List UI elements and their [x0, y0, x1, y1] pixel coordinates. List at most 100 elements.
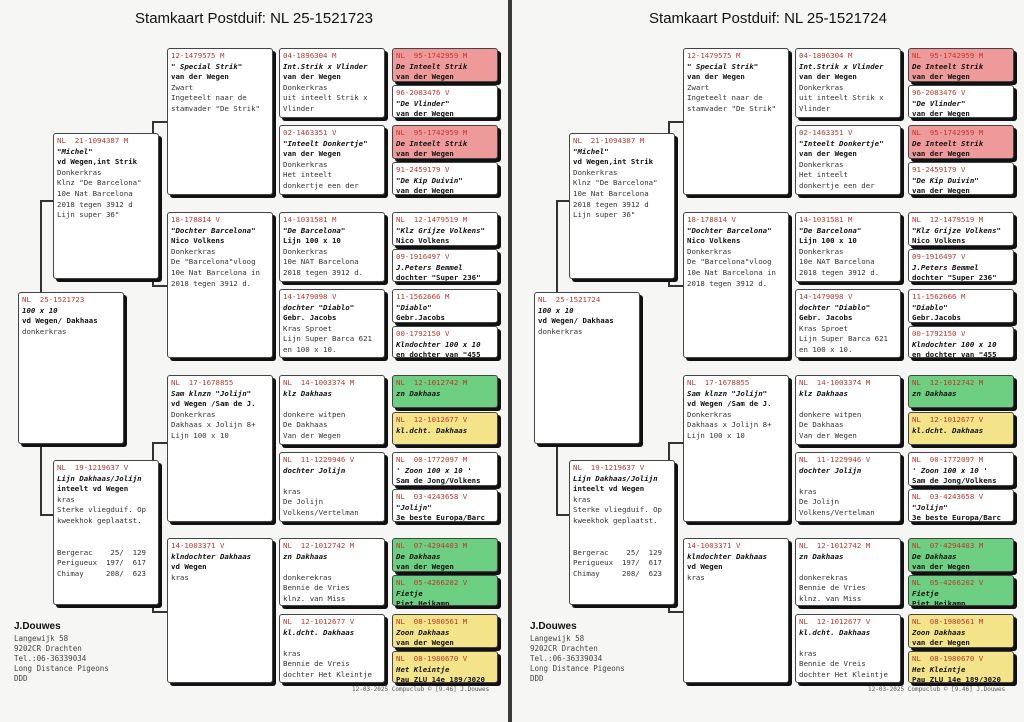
pigeon-card-ancestor[interactable]: NL 00-1772097 M' Zoon 100 x 10 'Sam de J… — [908, 452, 1014, 486]
pigeon-card-ancestor[interactable]: 02-1463351 V"Inteelt Donkertje"van der W… — [279, 125, 385, 195]
pigeon-info-line: klndochter Dakhaas — [171, 551, 252, 561]
pigeon-info-line: donkerkras — [538, 326, 583, 336]
pigeon-info-line: van der Wegen — [912, 186, 970, 195]
pigeon-card-sire-sire[interactable]: 12-1479575 M" Special Strik"van der Wege… — [167, 48, 273, 195]
pigeon-info-line: Lijn super 36" — [573, 210, 636, 220]
pigeon-card-ancestor[interactable]: 11-1562666 M"Diablo"Gebr.Jacobs — [908, 289, 1014, 323]
pigeon-info-line: Zoon Dakhaas — [912, 627, 966, 637]
pigeon-card-ancestor[interactable]: 11-1562666 M"Diablo"Gebr.Jacobs — [392, 289, 498, 323]
pigeon-card-sire[interactable]: NL 21-1094387 M"Michel"vd Wegen,int Stri… — [53, 133, 159, 279]
ring-number: NL 95-1742959 M — [912, 51, 984, 60]
pigeon-info-line: "De Barcelona" — [283, 225, 346, 235]
pigeon-info-line: klndochter Dakhaas — [687, 551, 768, 561]
ring-number: 91-2459179 V — [912, 165, 966, 174]
pigeon-card-sire-dam[interactable]: 18-178814 V"Dochter Barcelona"Nico Volke… — [683, 212, 789, 358]
pigeon-card-ancestor[interactable]: NL 00-1772097 M' Zoon 100 x 10 'Sam de J… — [392, 452, 498, 486]
pigeon-info-line — [283, 399, 381, 410]
owner-contact-line: Long Distance Pigeons — [14, 664, 109, 673]
pigeon-info-line: donkertje een der — [283, 180, 359, 190]
pigeon-info-line: Lijn Dakhaas/Jolijn — [57, 473, 142, 483]
ring-number: NL 00-1772097 M — [396, 455, 468, 464]
pigeon-info-line: van der Wegen — [912, 109, 970, 118]
ring-number: 00-1792150 V — [396, 329, 450, 338]
ring-number: NL 19-1219637 V — [573, 463, 645, 472]
pigeon-card-ancestor[interactable]: NL 12-1479519 M"Klz Grijze Volkens"Nico … — [908, 212, 1014, 246]
pigeon-info-line: donkerkras — [22, 326, 67, 336]
pigeon-info-line: De Dakhaas — [912, 551, 957, 561]
pigeon-card-ancestor[interactable]: 91-2459179 V"De Kip Duivin"van der Wegen — [908, 162, 1014, 195]
pigeon-card-ancestor[interactable]: NL 03-4243658 V"Jolijn"3e beste Europa/B… — [908, 489, 1014, 522]
pigeon-info-line: Int.Strik x Vlinder — [283, 61, 368, 71]
pigeon-info-line — [57, 537, 155, 548]
pigeon-info-line: dochter Het Kleintje — [799, 669, 888, 679]
pigeon-info-line: Kras Sproet — [283, 323, 332, 333]
pigeon-info-line: kl.dcht. Dakhaas — [799, 627, 871, 637]
pigeon-info-line: kl.dcht. Dakhaas — [912, 425, 984, 435]
pigeon-card-ancestor[interactable]: 96-2083476 V"De Vlinder"van der Wegen — [392, 85, 498, 118]
pigeon-card-ancestor[interactable]: 96-2083476 V"De Vlinder"van der Wegen — [908, 85, 1014, 118]
pigeon-card-ancestor[interactable]: NL 03-4243658 V"Jolijn"3e beste Europa/B… — [392, 489, 498, 522]
ring-number: NL 11-1229946 V — [283, 455, 355, 464]
pigeon-card-sire-dam[interactable]: 18-178814 V"Dochter Barcelona"Nico Volke… — [167, 212, 273, 358]
owner-name: J.Douwes — [14, 621, 61, 632]
pigeon-info-line: "Inteelt Donkertje" — [283, 138, 368, 148]
ring-number: 14-1003371 V — [171, 541, 225, 550]
pigeon-info-line: Donkerkras — [799, 82, 844, 92]
pigeon-info-line: Klndochter 100 x 10 — [912, 339, 997, 349]
pigeon-card-ancestor[interactable]: 02-1463351 V"Inteelt Donkertje"van der W… — [795, 125, 901, 195]
pigeon-card-ancestor[interactable]: 91-2459179 V"De Kip Duivin"van der Wegen — [392, 162, 498, 195]
pigeon-info-line: donkerekras — [283, 572, 332, 582]
pigeon-info-line: kweekhok geplaatst. — [57, 515, 142, 525]
ring-number: NL 12-1012742 M — [799, 541, 871, 550]
connector-line — [40, 514, 53, 516]
pigeon-info-line: klz Dakhaas — [283, 388, 332, 398]
pigeon-info-line: Pau ZLU 14e 189/3020 — [396, 675, 485, 683]
pigeon-card-sire-sire[interactable]: 12-1479575 M" Special Strik"van der Wege… — [683, 48, 789, 195]
ring-number: 18-178814 V — [171, 215, 220, 224]
pigeon-card-sire[interactable]: NL 21-1094387 M"Michel"vd Wegen,int Stri… — [569, 133, 675, 279]
pigeon-card-ancestor[interactable]: NL 12-1479519 M"Klz Grijze Volkens"Nico … — [392, 212, 498, 246]
